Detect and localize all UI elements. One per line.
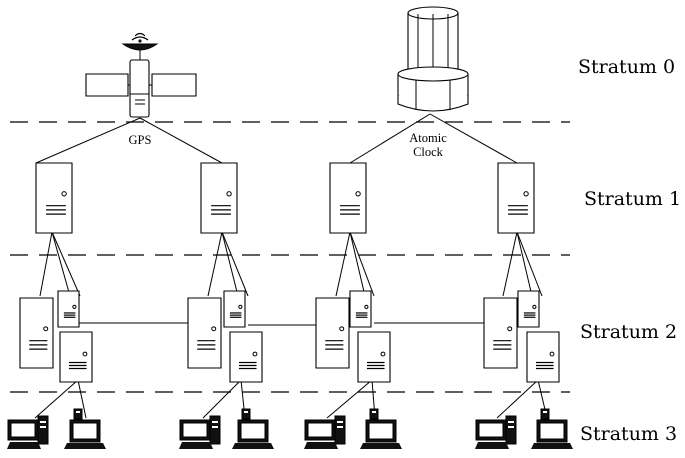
atomic-clock-icon [398,7,468,111]
stratum-1-label: Stratum 1 [584,188,681,210]
link-line [350,232,374,296]
stratum2-server-icon [58,291,79,327]
desktop-computer-icon [179,416,220,449]
stratum1-server-icon [330,163,366,233]
link-line [222,232,248,296]
stratum2-server-icon [20,298,53,368]
link-line [203,380,241,418]
link-line [52,232,70,296]
link-line [208,232,222,296]
laptop-computer-icon [531,409,573,449]
server-icons [20,163,559,382]
stratum2-server-icon [527,332,559,382]
link-line [336,232,350,296]
stratum-3-label: Stratum 3 [580,423,677,445]
gps-label: GPS [122,133,158,147]
link-line [497,380,538,418]
link-line [503,232,517,296]
stratum1-server-icon [498,163,534,233]
satellite-dish [123,44,157,50]
laptop-computer-icon [232,409,274,449]
satellite-body [130,60,149,117]
link-line [35,380,78,418]
stratum2-server-icon [350,291,371,327]
link-line [350,232,365,296]
link-line [327,380,372,418]
stratum2-server-icon [230,332,262,382]
stratum2-server-icon [188,298,221,368]
client-computer-icons [7,409,573,449]
stratum-0-label: Stratum 0 [578,56,675,78]
stratum2-server-icon [60,332,92,382]
stratum-2-label: Stratum 2 [580,321,677,343]
stratum2-server-icon [224,291,245,327]
link-line [40,232,52,296]
desktop-computer-icon [7,416,48,449]
gps-satellite-icon [86,34,196,118]
stratum1-server-icon [36,163,72,233]
stratum2-server-icon [484,298,517,368]
link-line [52,232,80,296]
atomic-clock-label: Atomic Clock [404,131,452,159]
solar-panel-left [86,74,128,96]
laptop-computer-icon [360,409,402,449]
connection-lines [35,114,547,418]
link-line [222,232,238,296]
stratum2-server-icon [316,298,349,368]
stratum1-server-icon [201,163,237,233]
stratum2-server-icon [358,332,390,382]
stratum2-server-icon [518,291,539,327]
desktop-computer-icon [475,416,516,449]
desktop-computer-icon [304,416,345,449]
solar-panel-right [152,74,196,96]
